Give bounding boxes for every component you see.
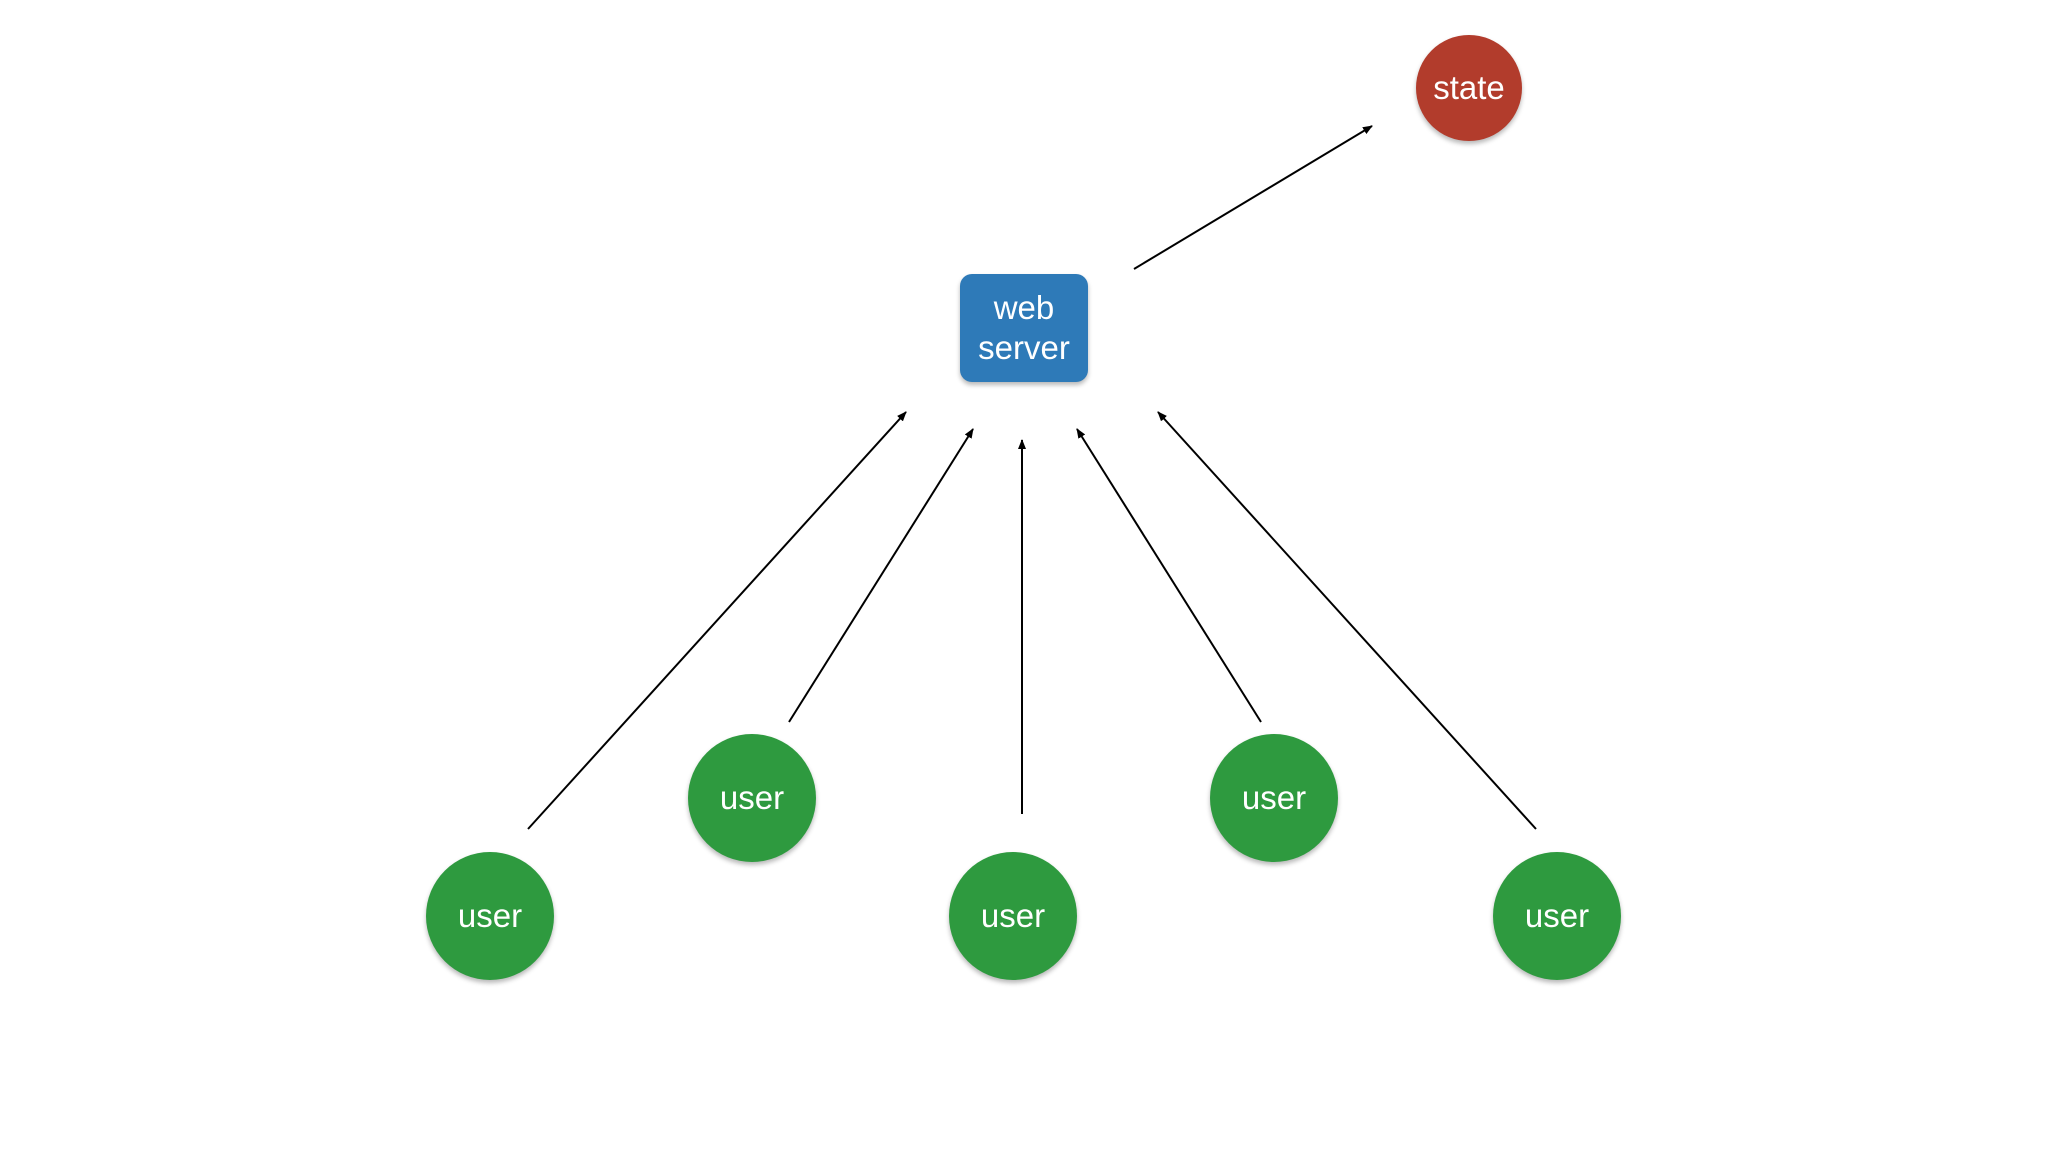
arrow-user5-to-server [1157, 411, 1537, 830]
arrow-user4-to-server [1076, 428, 1262, 723]
user-label: user [1241, 779, 1307, 816]
user-label: user [980, 897, 1046, 934]
arrow-user1-to-server [527, 411, 907, 830]
user-node-1: user [426, 852, 554, 980]
user-node-2: user [688, 734, 816, 862]
state-node: state [1416, 35, 1522, 141]
arrow-user2-to-server [788, 428, 974, 723]
web-server-node: web server [960, 274, 1088, 382]
arrow-server-to-state [1133, 125, 1373, 270]
web-server-label: web server [978, 289, 1070, 366]
user-node-5: user [1493, 852, 1621, 980]
user-label: user [1524, 897, 1590, 934]
user-node-3: user [949, 852, 1077, 980]
user-label: user [457, 897, 523, 934]
user-label: user [719, 779, 785, 816]
user-node-4: user [1210, 734, 1338, 862]
state-label: state [1433, 69, 1505, 106]
